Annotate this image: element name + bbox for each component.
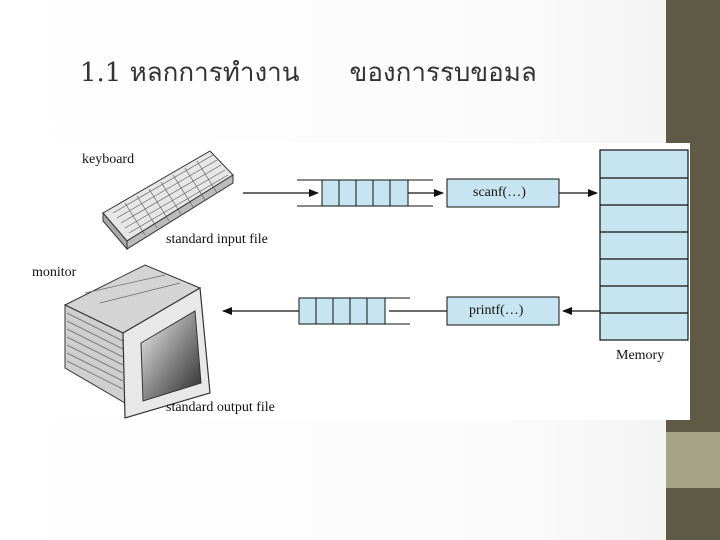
input-buffer-queue — [321, 179, 409, 207]
slide-title: 1.1 หลกการทำงาน ของการรบขอมล — [80, 52, 537, 93]
printf-label: printf(…) — [469, 303, 524, 318]
stdout-label: standard output file — [166, 400, 275, 415]
monitor-icon — [63, 264, 211, 419]
slide-title-part-1: 1.1 หลกการทำงาน — [80, 58, 300, 88]
memory-stack — [599, 149, 689, 341]
scanf-box — [446, 178, 560, 208]
memory-label: Memory — [616, 348, 665, 363]
sidebar-decoration-bottom — [666, 488, 720, 540]
keyboard-icon — [102, 150, 234, 251]
printf-box — [446, 296, 560, 326]
keyboard-label: keyboard — [82, 152, 135, 167]
monitor-label: monitor — [32, 265, 77, 280]
stdin-label: standard input file — [166, 232, 268, 247]
sidebar-decoration-accent — [666, 432, 720, 488]
output-buffer-queue — [298, 297, 386, 325]
slide-title-part-2: ของการรบขอมล — [349, 58, 537, 88]
io-diagram: keyboard standard input file monitor sta… — [25, 143, 690, 420]
scanf-label: scanf(…) — [473, 185, 526, 200]
